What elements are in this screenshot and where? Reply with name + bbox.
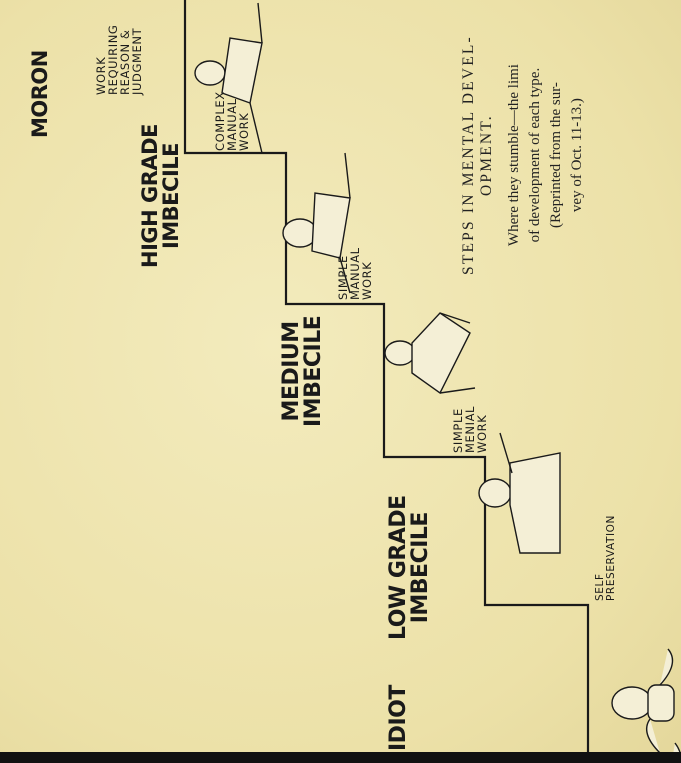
task-line: WORK [361, 247, 373, 300]
figure-medium-imbecile [385, 313, 475, 393]
figure-low-grade-imbecile [479, 433, 560, 553]
caption-heading: STEPS IN MENTAL DEVEL- [460, 35, 478, 275]
level-label-idiot: IDIOT [388, 685, 410, 751]
caption-line: vey of Oct. 11-13.) [567, 35, 588, 275]
level-idiot-text: IDIOT [388, 685, 410, 751]
level-line: LOW GRADE [388, 495, 410, 640]
task-label-simple-manual-work: SIMPLE MANUAL WORK [337, 247, 373, 300]
task-label-complex-manual-work: COMPLEX MANUAL WORK [214, 91, 250, 151]
caption: STEPS IN MENTAL DEVEL- OPMENT. Where the… [460, 35, 588, 275]
figures [195, 3, 681, 763]
level-line: IMBECILE [303, 316, 325, 427]
level-label-medium-imbecile: MEDIUM IMBECILE [281, 316, 325, 427]
level-label-moron: MORON [30, 50, 51, 138]
page-edge-shadow [0, 752, 681, 763]
level-line: HIGH GRADE [140, 124, 161, 268]
level-line: IMBECILE [410, 495, 432, 640]
task-line: WORK [476, 406, 488, 453]
task-label-reasoning-work: WORK REQUIRING REASON & JUDGMENT [95, 25, 143, 95]
level-line: IMBECILE [161, 124, 182, 268]
level-line: MEDIUM [281, 316, 303, 427]
caption-heading: OPMENT. [478, 35, 496, 275]
level-label-low-grade-imbecile: LOW GRADE IMBECILE [388, 495, 432, 640]
level-label-high-grade-imbecile: HIGH GRADE IMBECILE [140, 124, 182, 268]
task-label-simple-menial-work: SIMPLE MENIAL WORK [452, 406, 488, 453]
task-label-self-preservation: SELF PRESERVATION [595, 515, 617, 601]
caption-line: Where they stumble—the limi [504, 35, 525, 275]
caption-line: (Reprinted from the sur- [546, 35, 567, 275]
task-line: PRESERVATION [606, 515, 617, 601]
caption-line: of development of each type. [525, 35, 546, 275]
figure-idiot [612, 649, 681, 763]
task-line: JUDGMENT [131, 25, 143, 95]
level-moron-text: MORON [30, 50, 51, 138]
task-line: WORK [238, 91, 250, 151]
